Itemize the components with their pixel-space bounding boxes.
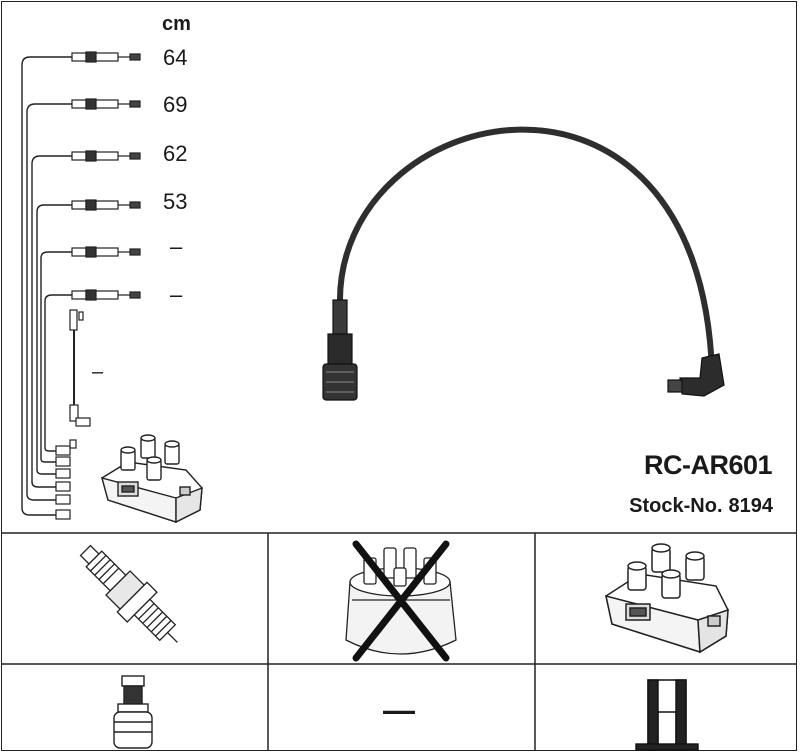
coil-lead-length: – (92, 361, 104, 383)
length-unit-label: cm (162, 13, 191, 35)
coil-terminal-icon (635, 679, 699, 751)
lead-length-4: 53 (163, 189, 188, 214)
lead-connector-5 (71, 246, 141, 258)
coil-lead-symbol (69, 309, 91, 427)
stock-label: Stock-No. (629, 495, 723, 517)
lead-connector-3 (71, 150, 141, 162)
lead-connector-4 (71, 199, 141, 211)
lead-connector-1 (71, 51, 141, 63)
lead-connector-2 (71, 98, 141, 110)
ignition-cable (322, 126, 725, 401)
lead-schematic (21, 56, 72, 516)
coil-terminal-stack (55, 439, 77, 520)
stock-number-line: Stock-No.8194 (629, 496, 773, 516)
lead-length-5: – (170, 234, 183, 259)
cable-wire (336, 126, 715, 375)
lead-length-3: 62 (163, 141, 188, 166)
spark-plug-icon (79, 544, 178, 643)
lead-length-6: – (170, 282, 183, 307)
ignition-coil-icon (605, 543, 729, 654)
stock-number: 8194 (728, 495, 774, 517)
lead-length-1: 64 (163, 45, 188, 70)
coil-pack-small-icon (101, 434, 203, 524)
lead-connector-6 (71, 289, 141, 301)
lead-length-2: 69 (163, 92, 188, 117)
crossed-out-mark (352, 540, 450, 662)
plug-boot-connector-icon (113, 675, 153, 749)
coil-boot-angled-icon (667, 353, 725, 397)
not-applicable-dash: — (383, 692, 415, 728)
lead-connectors (55, 51, 141, 520)
part-number: RC-AR601 (643, 450, 773, 480)
plug-boot-straight-icon (322, 299, 358, 401)
